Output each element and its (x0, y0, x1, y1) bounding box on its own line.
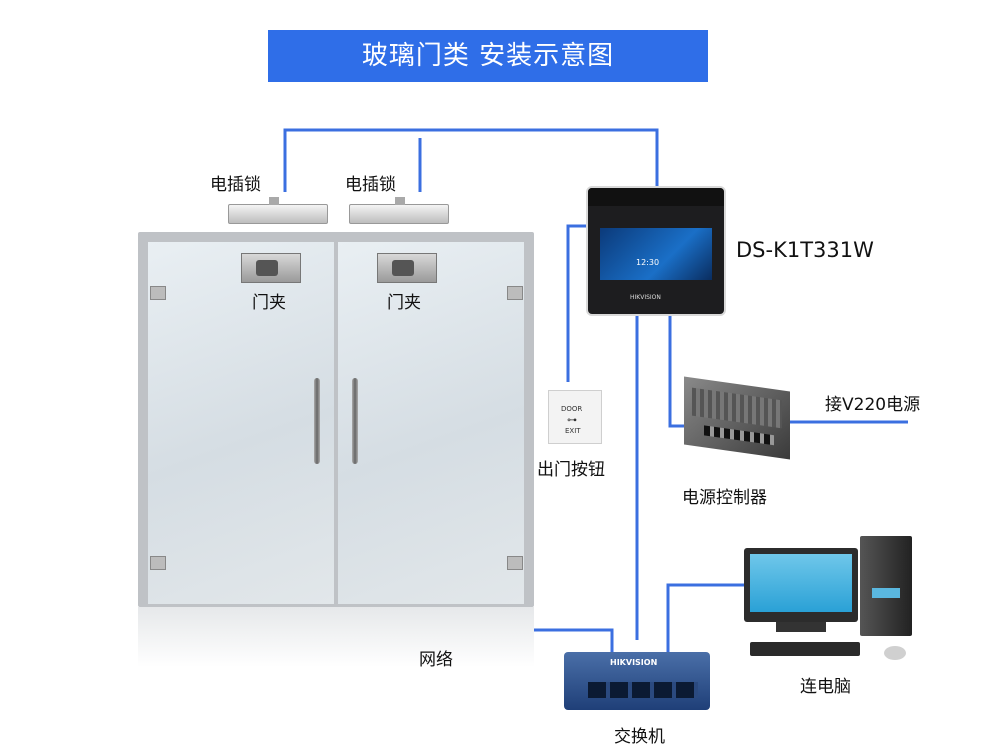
glass-panel-left (148, 242, 334, 604)
wire-exit-button (566, 224, 588, 382)
switch-label: 交换机 (614, 727, 665, 747)
key-icon: ⊶ (567, 415, 577, 426)
electric-lock-icon (349, 197, 449, 224)
glass-panel-right (338, 242, 524, 604)
computer-label: 连电脑 (800, 677, 851, 697)
terminal-brand: HIKVISION (630, 294, 661, 301)
clamp-label-left: 门夹 (252, 293, 286, 313)
exit-button-text-exit: EXIT (565, 427, 581, 435)
pc-tower-icon (860, 536, 912, 636)
wire-computer (666, 583, 745, 655)
door-handle-right (352, 378, 358, 464)
monitor-stand (776, 622, 826, 632)
door-reflection (138, 607, 534, 667)
electric-lock-icon (228, 197, 328, 224)
hinge-icon (507, 556, 523, 570)
hinge-icon (150, 556, 166, 570)
power-input-label: 接V220电源 (825, 395, 921, 415)
terminal-time: 12:30 (636, 258, 660, 267)
glass-door (138, 232, 534, 607)
door-handle-left (314, 378, 320, 464)
terminal-model-label: DS-K1T331W (736, 238, 874, 262)
exit-button-label: 出门按钮 (537, 460, 605, 480)
switch-brand: HIKVISION (610, 658, 658, 667)
terminal-screen: 12:30 (600, 228, 712, 280)
access-terminal: 12:30 HIKVISION (586, 186, 726, 316)
wire-lock-left (283, 128, 659, 192)
keyboard-icon (750, 642, 860, 656)
lock-label-right: 电插锁 (345, 175, 396, 195)
switch-ports (588, 682, 698, 698)
monitor-icon (744, 548, 858, 622)
lock-label-left: 电插锁 (210, 175, 261, 195)
terminal-camera-bar (588, 188, 724, 206)
page-title: 玻璃门类 安装示意图 (268, 30, 708, 82)
network-switch-icon: HIKVISION (564, 652, 710, 710)
network-label: 网络 (419, 650, 453, 670)
exit-button-icon: DOOR ⊶ EXIT (548, 390, 602, 444)
mouse-icon (884, 646, 906, 660)
hinge-icon (150, 286, 166, 300)
exit-button-text-door: DOOR (561, 405, 583, 413)
door-clamp-icon (241, 253, 301, 283)
power-controller-label: 电源控制器 (682, 488, 767, 508)
door-clamp-icon (377, 253, 437, 283)
clamp-label-right: 门夹 (387, 293, 421, 313)
hinge-icon (507, 286, 523, 300)
